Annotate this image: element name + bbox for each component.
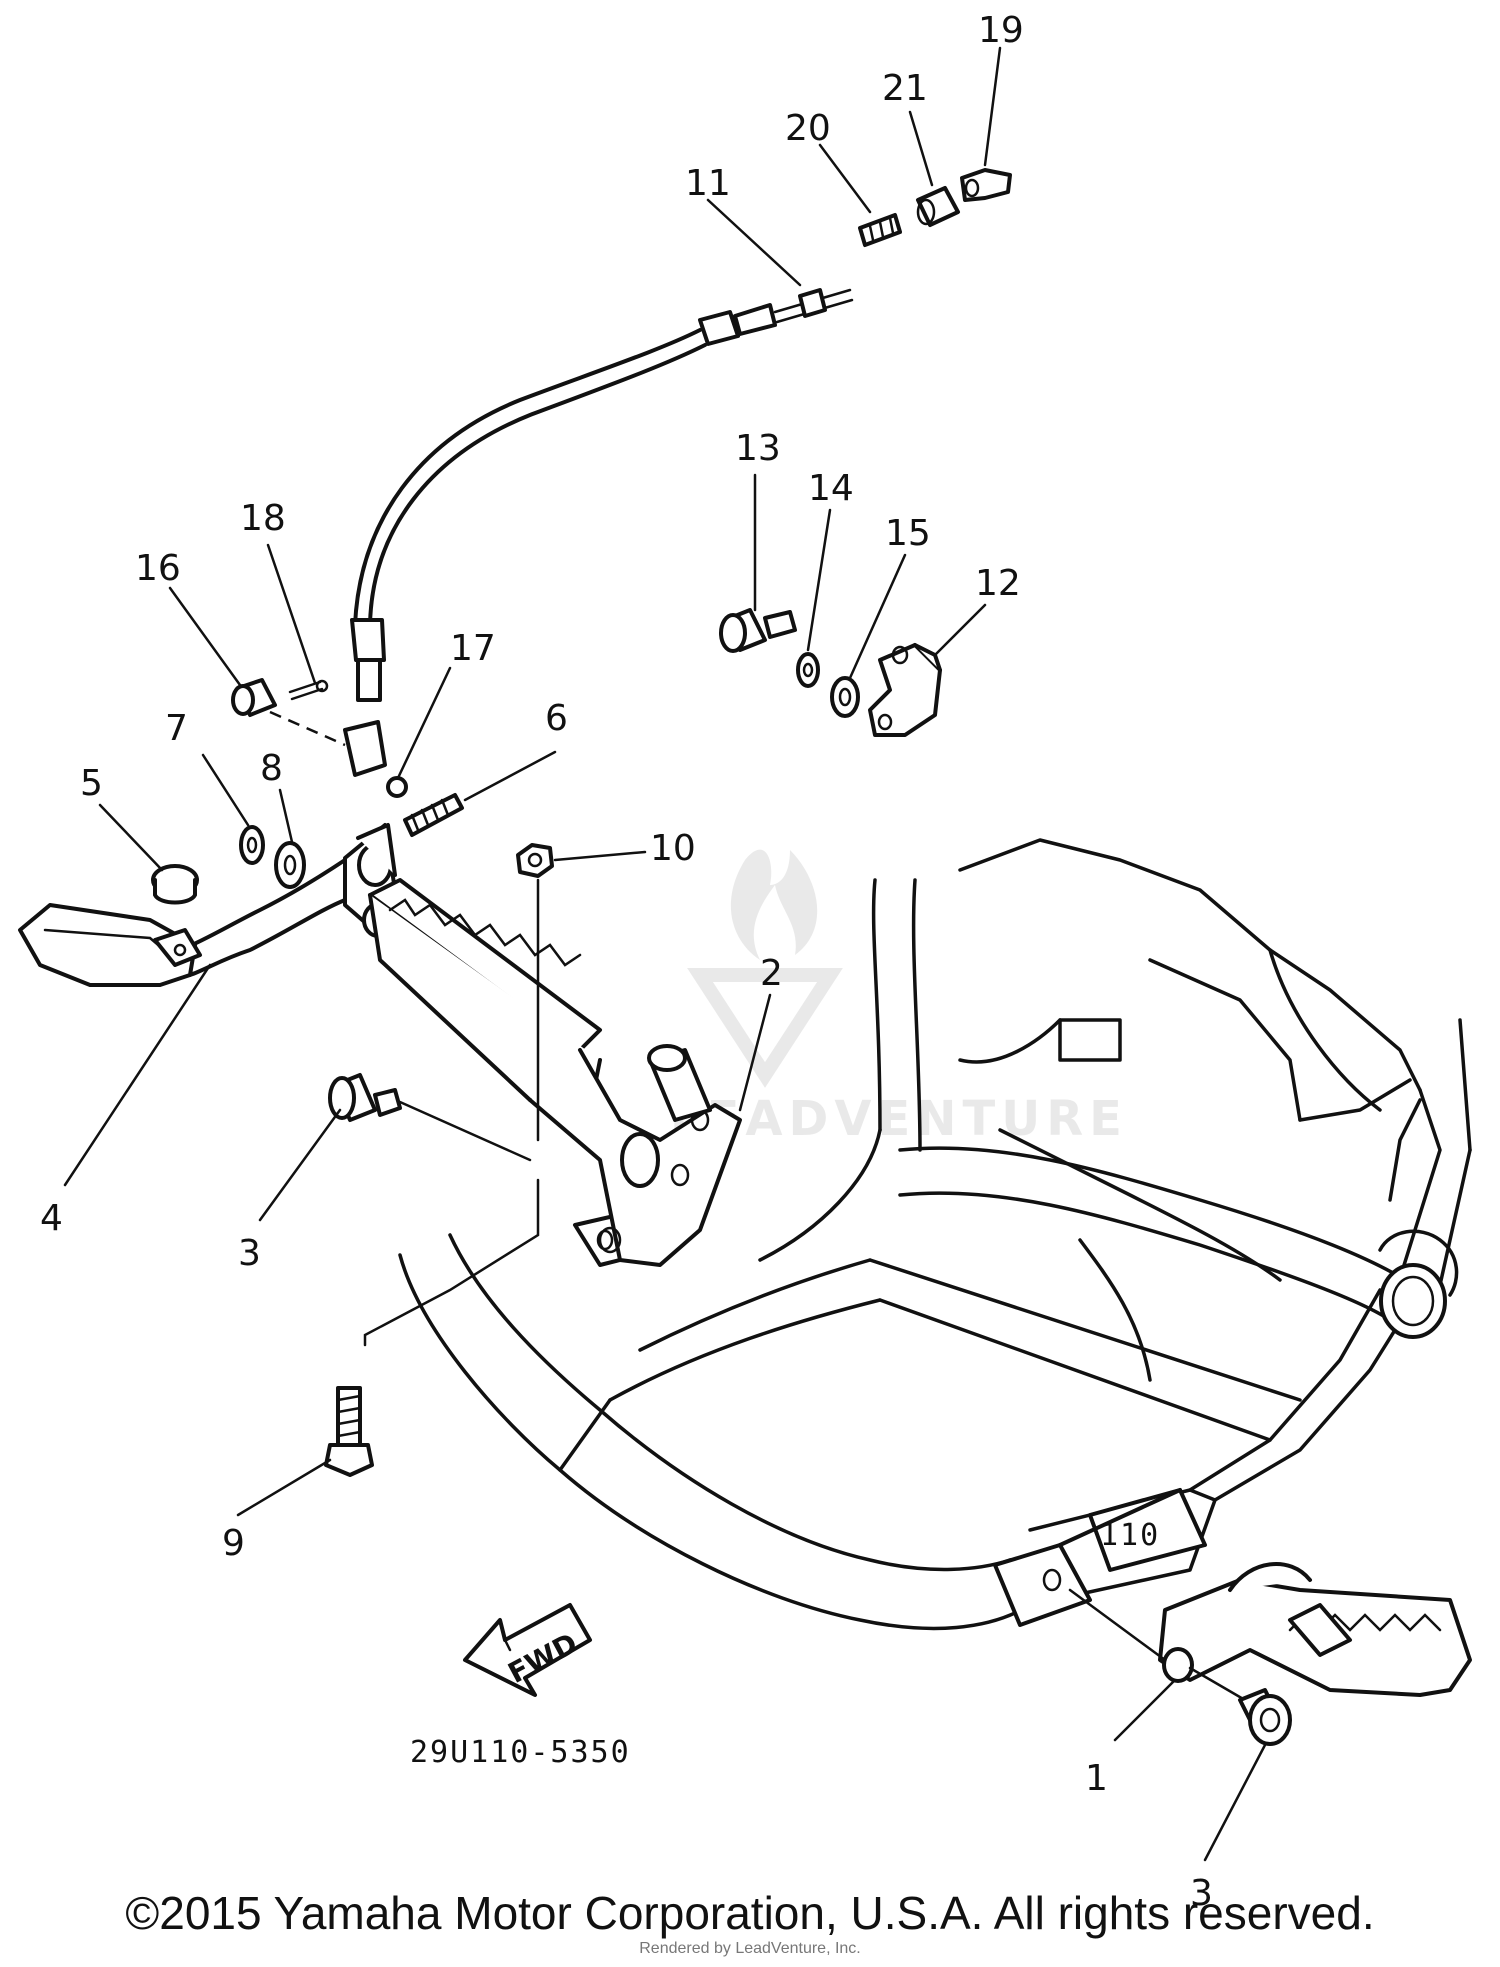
callout-5: 5 (80, 763, 103, 804)
brake-cable-lower-end (343, 618, 464, 837)
callout-7: 7 (165, 708, 188, 749)
callout-3-upper: 3 (238, 1233, 261, 1274)
brake-pedal (18, 823, 397, 987)
bolt-3-right (1238, 1688, 1292, 1746)
mount-axis-right (1068, 1588, 1167, 1662)
footrest-right (1158, 1562, 1472, 1697)
brake-cable (353, 288, 854, 627)
drawing-code: 29U110-5350 (410, 1735, 631, 1770)
pin-line (269, 710, 346, 747)
spring-6 (403, 793, 464, 837)
callout-16: 16 (135, 548, 181, 589)
callout-2: 2 (760, 953, 783, 994)
callout-14: 14 (808, 468, 854, 509)
callout-13: 13 (735, 428, 781, 469)
callout-20: 20 (785, 108, 831, 149)
bolt-13 (719, 608, 797, 653)
callout-3-lower: 3 (1190, 1873, 1213, 1914)
callout-11: 11 (685, 163, 731, 204)
leader-lines (63, 46, 1267, 1862)
bolt-3-left (328, 1073, 402, 1122)
callout-21: 21 (882, 68, 928, 109)
callout-12: 12 (975, 563, 1021, 604)
callout-1: 1 (1085, 1758, 1108, 1799)
washer-7 (239, 825, 265, 865)
washer-14 (796, 652, 820, 688)
rendered-by-notice: Rendered by LeadVenture, Inc. (639, 1940, 861, 1957)
nut-17 (386, 776, 408, 798)
cable-adjuster-parts (858, 168, 1012, 247)
cable-end-19 (960, 168, 1012, 202)
callout-9: 9 (222, 1523, 245, 1564)
bolt-axis-3 (398, 1100, 532, 1162)
bolt-9 (324, 1386, 374, 1477)
cable-joint-17 (343, 720, 387, 777)
pivot-pin-16 (231, 678, 277, 717)
callout-8: 8 (260, 748, 283, 789)
watermark-logo: LEADVENTURE (670, 849, 1128, 1147)
frame-chassis (398, 838, 1472, 1631)
cotter-pin-18 (288, 679, 329, 701)
callout-4: 4 (40, 1198, 63, 1239)
callout-15: 15 (885, 513, 931, 554)
copyright-notice: ©2015 Yamaha Motor Corporation, U.S.A. A… (125, 1887, 1375, 1939)
callout-numbers: 19 21 20 11 13 14 15 12 18 16 17 7 6 8 5… (40, 10, 1213, 1914)
callout-6: 6 (545, 698, 568, 739)
frame-tube-end (1379, 1263, 1447, 1339)
nut-10 (516, 843, 554, 878)
cap-5 (151, 864, 199, 905)
callout-10: 10 (650, 828, 696, 869)
frame-footrest-mount-right: 110 (993, 1488, 1207, 1627)
callout-17: 17 (450, 628, 496, 669)
washer-15 (830, 676, 860, 718)
spring-20 (858, 213, 902, 247)
frame-marking: 110 (1100, 1518, 1160, 1553)
footrest-left-bracket (368, 878, 742, 1267)
forward-arrow: FWD (463, 1603, 592, 1697)
bracket-12 (868, 643, 942, 737)
washer-8 (274, 841, 306, 889)
adjuster-21 (916, 186, 960, 227)
callout-18: 18 (240, 498, 286, 539)
callout-19: 19 (978, 10, 1024, 51)
watermark-text: LEADVENTURE (670, 1091, 1128, 1147)
